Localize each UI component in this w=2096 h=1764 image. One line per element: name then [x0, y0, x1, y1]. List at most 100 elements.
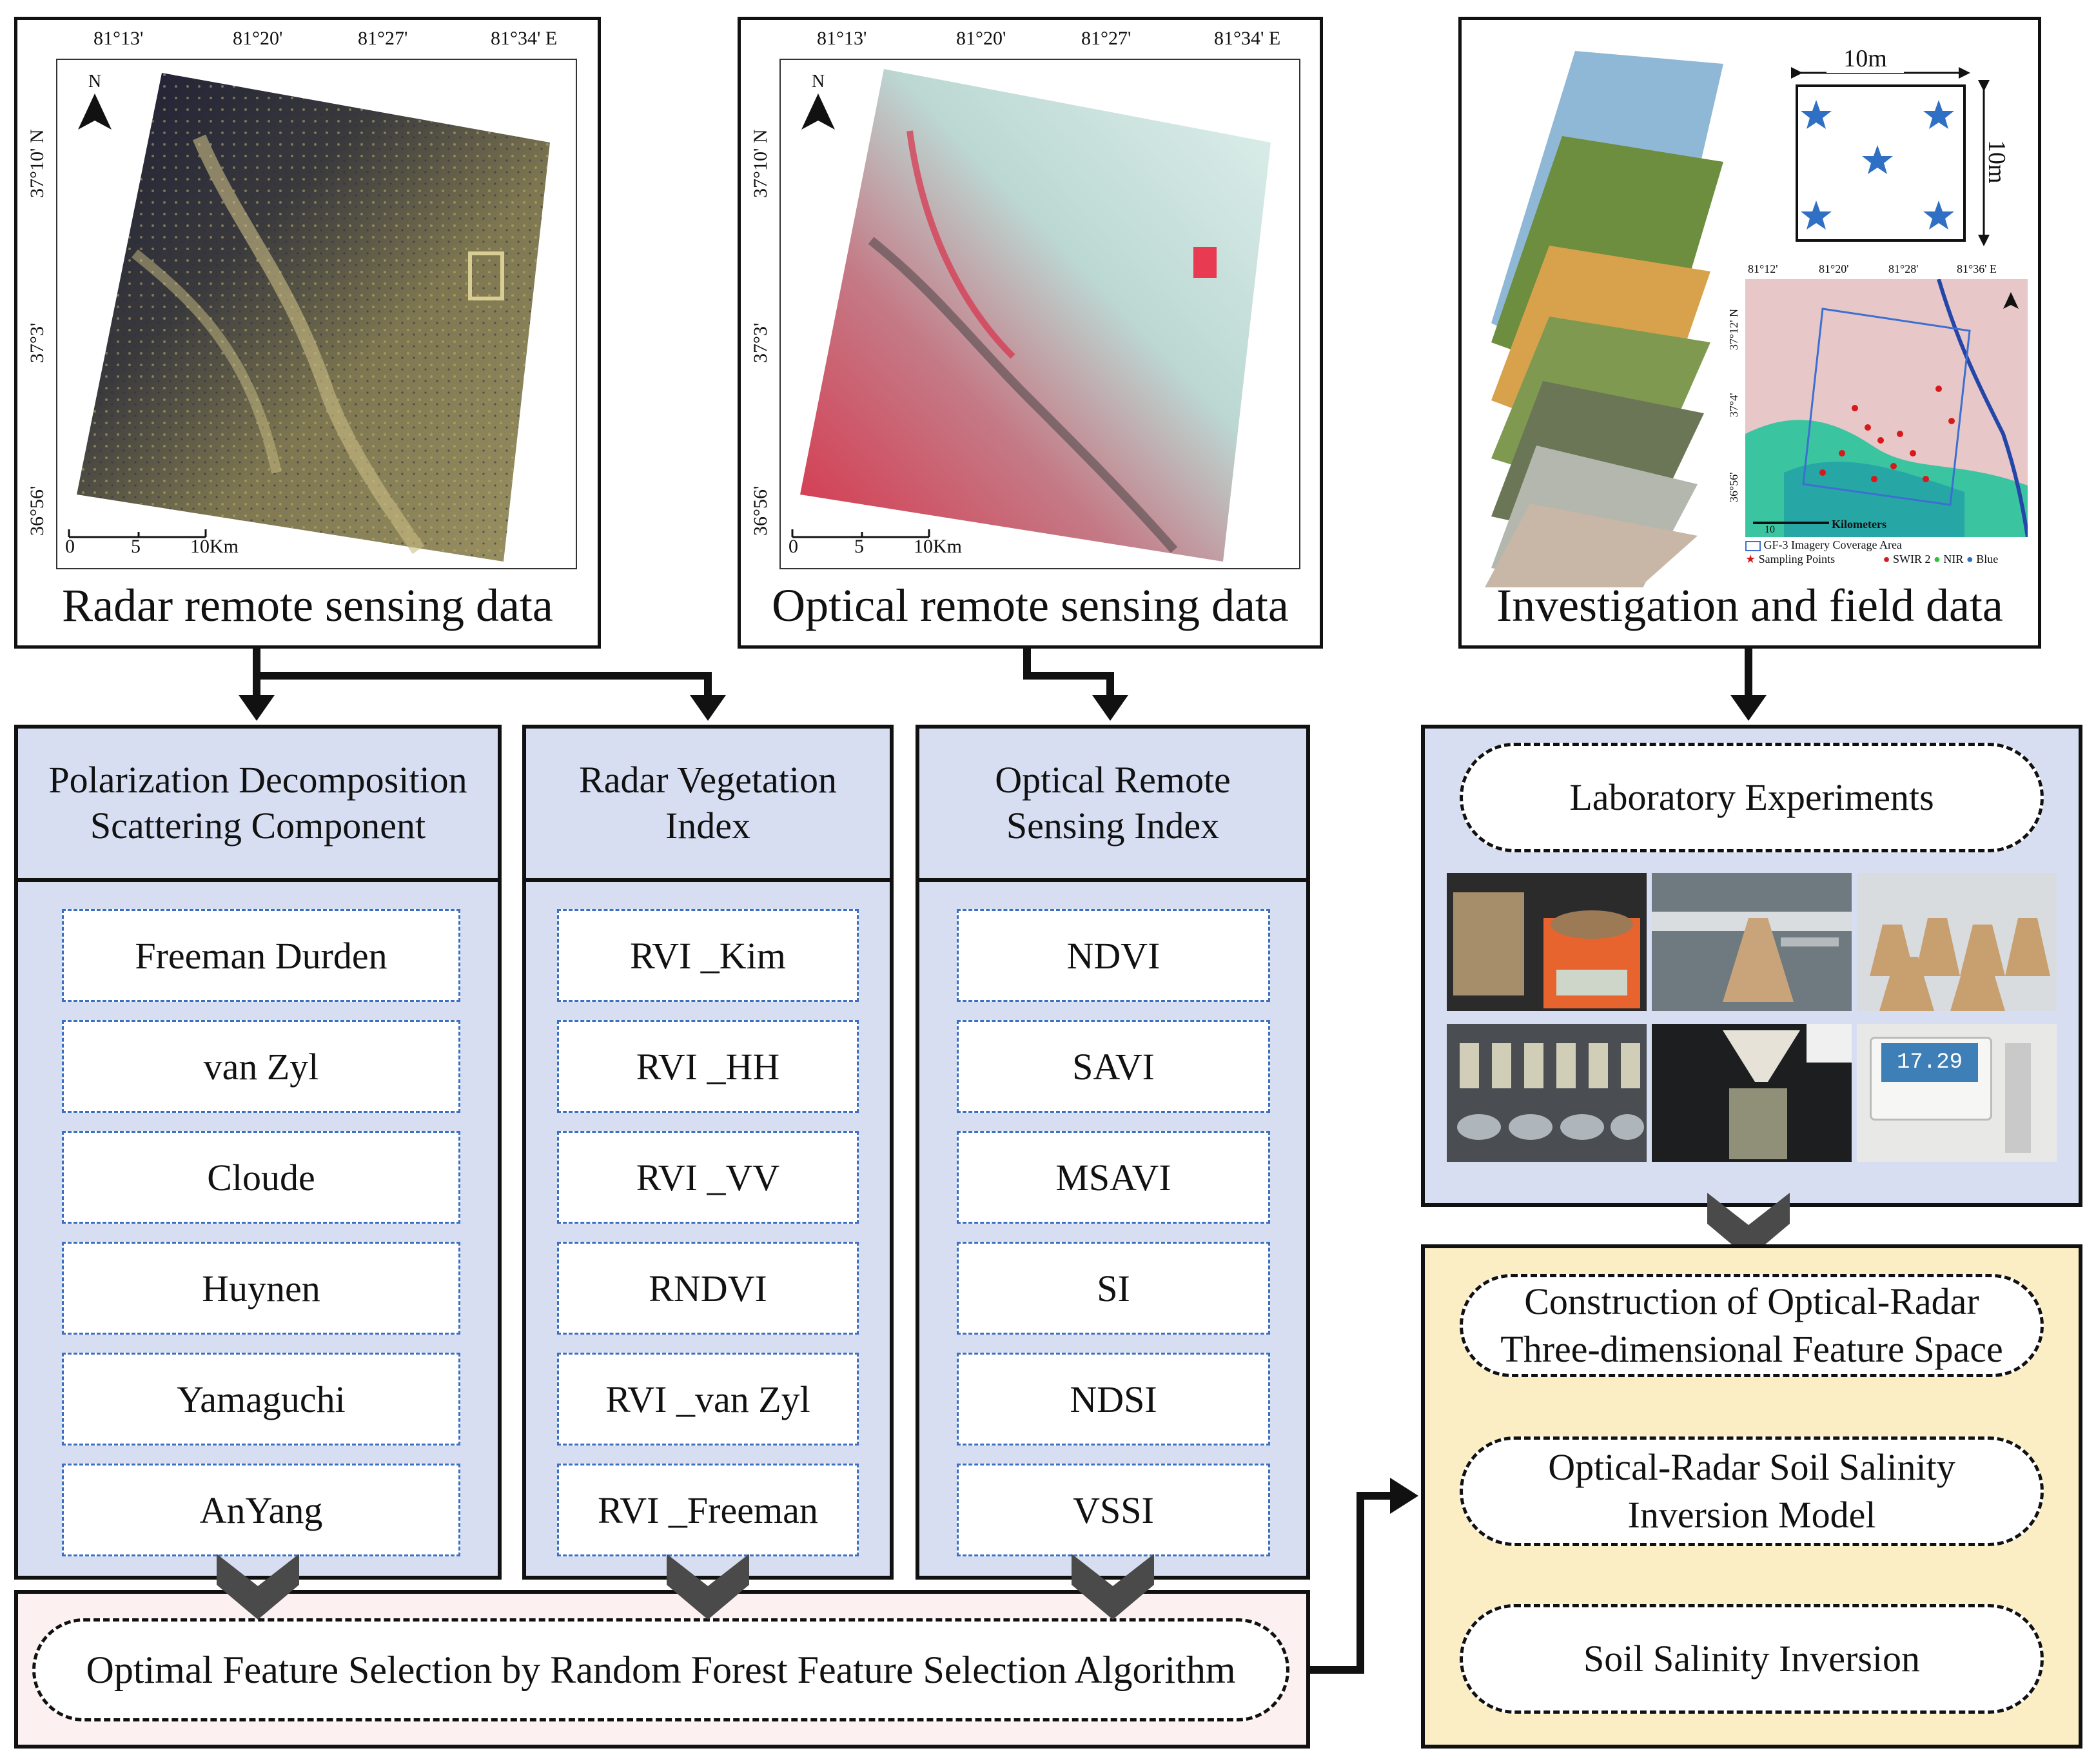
feature-selection-box: Optimal Feature Selection by Random Fore…: [14, 1590, 1310, 1749]
sampling-point-icon: [1819, 386, 1955, 482]
feature-item: Freeman Durden: [62, 909, 460, 1002]
inset-legend: GF-3 Imagery Coverage Area ★ Sampling Po…: [1745, 538, 2029, 566]
inset-scale-number: 10: [1765, 524, 1775, 535]
optical-index-column: Optical Remote Sensing Index NDVI SAVI M…: [916, 725, 1310, 1580]
inset-lat-tick: 36°56': [1727, 472, 1740, 502]
arrow-selection-to-model: [1307, 1478, 1418, 1674]
plot-width-label: 10m: [1827, 44, 1904, 73]
optical-scale-bar: 0 5 10Km: [788, 528, 962, 557]
feature-item: Yamaguchi: [62, 1353, 460, 1446]
plot-height-label: 10m: [1983, 140, 2010, 184]
model-step-line: Optical-Radar Soil Salinity: [1548, 1446, 1955, 1488]
meter-reading: 17.29: [1881, 1043, 1978, 1082]
optical-index-column-title: Optical Remote Sensing Index: [919, 729, 1306, 882]
scale-tick: 10Km: [190, 536, 239, 557]
feature-item: Cloude: [62, 1131, 460, 1224]
lon-tick: 81°20': [233, 28, 283, 49]
inset-lon-tick: 81°20': [1819, 262, 1849, 275]
sampling-plot-diagram: [1791, 67, 1990, 246]
north-arrow-icon: [801, 93, 835, 130]
feature-item: RVI _VV: [557, 1131, 859, 1224]
chevron-down-icon: [217, 1554, 299, 1620]
model-step-line: Three-dimensional Feature Space: [1500, 1328, 2003, 1370]
feature-item: SAVI: [957, 1020, 1270, 1113]
feature-item: Huynen: [62, 1242, 460, 1335]
lab-photo-filter: [1652, 1024, 1852, 1162]
sampling-legend-icon: ★: [1745, 552, 1756, 565]
lon-tick: 81°34' E: [491, 28, 558, 49]
radar-north-arrow: N: [75, 72, 114, 134]
feature-item: NDSI: [957, 1353, 1270, 1446]
radar-scale-bar: 0 5 10Km: [65, 528, 239, 557]
field-panel: 10m 10m 81°12' 81°20' 81°28' 81°36' E 37…: [1458, 17, 2041, 649]
model-step-line: Construction of Optical-Radar: [1524, 1280, 1979, 1322]
model-panel: Construction of Optical-Radar Three-dime…: [1421, 1244, 2082, 1749]
radar-caption: Radar remote sensing data: [62, 580, 553, 631]
column-title-line: Scattering Component: [90, 805, 426, 847]
lon-tick: 81°13': [817, 28, 867, 49]
radar-vi-column: Radar Vegetation Index RVI _Kim RVI _HH …: [522, 725, 894, 1580]
inset-map-image: [1745, 279, 2028, 537]
legend-coverage: GF-3 Imagery Coverage Area: [1763, 538, 1902, 551]
legend-swir2: SWIR 2: [1893, 552, 1931, 565]
feature-item: MSAVI: [957, 1131, 1270, 1224]
lat-tick: 37°10' N: [26, 129, 48, 198]
inset-scale-unit: Kilometers: [1832, 518, 1886, 531]
arrow-radar-to-columns: [239, 647, 726, 721]
optical-image: [800, 69, 1271, 562]
feature-item: RVI _Freeman: [557, 1464, 859, 1556]
north-arrow-icon: [78, 93, 112, 130]
lab-panel: Laboratory Experiments: [1421, 725, 2082, 1207]
lat-tick: 37°10' N: [750, 129, 771, 198]
north-label: N: [811, 72, 825, 92]
model-step-line: Inversion Model: [1627, 1494, 1876, 1536]
lab-photo-meter: 17.29: [1857, 1024, 2057, 1162]
lat-tick: 36°56': [750, 485, 771, 536]
polarization-column-title: Polarization Decomposition Scattering Co…: [18, 729, 498, 882]
radar-vi-column-title: Radar Vegetation Index: [526, 729, 890, 882]
polarization-column: Polarization Decomposition Scattering Co…: [14, 725, 502, 1580]
lab-photo-beakers: [1447, 1024, 1647, 1162]
chevron-down-icon: [667, 1554, 749, 1620]
coverage-legend-icon: [1745, 540, 1761, 551]
legend-nir: NIR: [1943, 552, 1964, 565]
lon-tick: 81°34' E: [1214, 28, 1281, 49]
lab-photo-flask: [1652, 873, 1852, 1011]
feature-item: VSSI: [957, 1464, 1270, 1556]
arrow-field-to-lab: [1730, 647, 1767, 721]
scale-tick: 0: [65, 536, 75, 557]
lat-tick: 37°3': [750, 322, 771, 363]
feature-item: RVI _van Zyl: [557, 1353, 859, 1446]
arrow-optical-to-index: [1023, 647, 1128, 721]
lon-tick: 81°20': [956, 28, 1006, 49]
lat-tick: 36°56': [26, 485, 48, 536]
column-title-line: Optical Remote: [995, 759, 1231, 801]
feature-item: AnYang: [62, 1464, 460, 1556]
inset-lat-tick: 37°12' N: [1727, 309, 1740, 350]
scale-tick: 10Km: [914, 536, 962, 557]
field-photo-stack: [1485, 51, 1723, 587]
lab-photo-flasks: [1857, 873, 2057, 1011]
column-title-line: Polarization Decomposition: [48, 759, 467, 801]
lab-photo-weighing: [1447, 873, 1647, 1011]
model-step-feature-space: Construction of Optical-Radar Three-dime…: [1460, 1274, 2044, 1377]
legend-sampling: Sampling Points: [1758, 552, 1836, 565]
model-step-inversion-model: Optical-Radar Soil Salinity Inversion Mo…: [1460, 1436, 2044, 1546]
feature-item: NDVI: [957, 909, 1270, 1002]
chevron-down-icon: [1707, 1193, 1790, 1259]
optical-caption: Optical remote sensing data: [772, 580, 1289, 631]
study-area-inset: 81°12' 81°20' 81°28' 81°36' E 37°12' N 3…: [1727, 262, 2028, 565]
feature-item: van Zyl: [62, 1020, 460, 1113]
optical-map-frame: N 0 5 10Km: [779, 59, 1300, 569]
column-title-line: Index: [665, 805, 751, 847]
blue-legend-icon: ●: [1966, 552, 1974, 565]
legend-blue: Blue: [1976, 552, 1999, 565]
inset-north-arrow-icon: [2003, 292, 2019, 309]
optical-panel: N 0 5 10Km 81°13' 81°20' 81°27' 81°34' E…: [738, 17, 1323, 649]
north-label: N: [88, 72, 102, 92]
lon-tick: 81°27': [358, 28, 408, 49]
scale-tick: 5: [131, 536, 141, 557]
scale-tick: 5: [854, 536, 864, 557]
inset-lon-tick: 81°28': [1888, 262, 1919, 275]
